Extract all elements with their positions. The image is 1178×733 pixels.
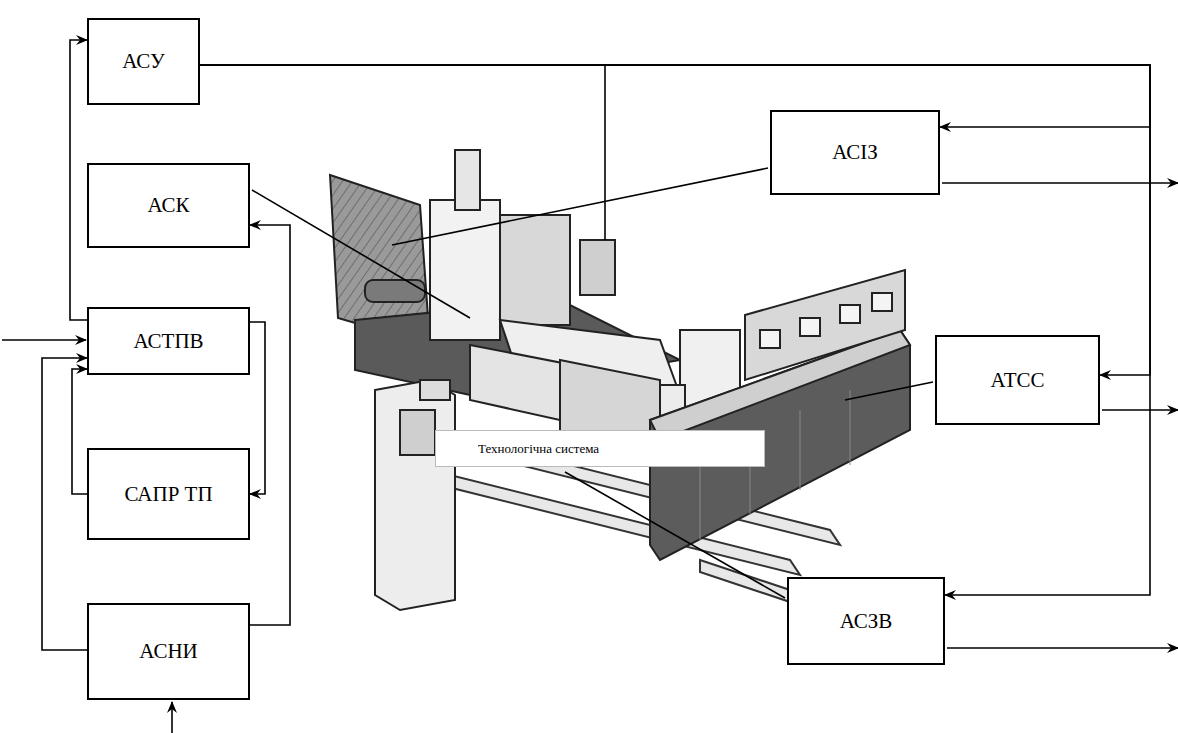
- node-text: АСУ: [122, 49, 165, 74]
- node-text: АСНИ: [139, 639, 197, 664]
- connector-arrow: [200, 65, 1150, 595]
- connector-arrow: [200, 65, 1150, 375]
- transport-box: АТСС: [935, 335, 1100, 425]
- research-box: АСНИ: [87, 603, 250, 700]
- node-text: АСТПВ: [133, 329, 203, 354]
- control-box: АСУ: [87, 18, 200, 105]
- connector-arrow: [72, 369, 87, 494]
- monitor-box: АСІЗ: [770, 110, 940, 195]
- control-box: АСК: [87, 163, 250, 248]
- connector-arrow: [42, 358, 87, 650]
- node-text: АСІЗ: [832, 140, 878, 165]
- system-label: Технологічна система: [435, 430, 765, 467]
- connector-arrow: [250, 225, 290, 625]
- cad-box: САПР ТП: [87, 448, 250, 540]
- connector-arrow: [70, 40, 87, 320]
- connector-arrow: [250, 322, 265, 494]
- control-box: АСТПВ: [87, 307, 250, 375]
- node-text: САПР ТП: [124, 482, 212, 507]
- node-text: Технологічна система: [478, 441, 599, 457]
- maintenance-box: АСЗВ: [787, 577, 945, 665]
- connector-arrow: [200, 65, 1150, 127]
- node-text: АТСС: [990, 368, 1044, 393]
- node-text: АСЗВ: [840, 609, 893, 634]
- node-text: АСК: [147, 193, 189, 218]
